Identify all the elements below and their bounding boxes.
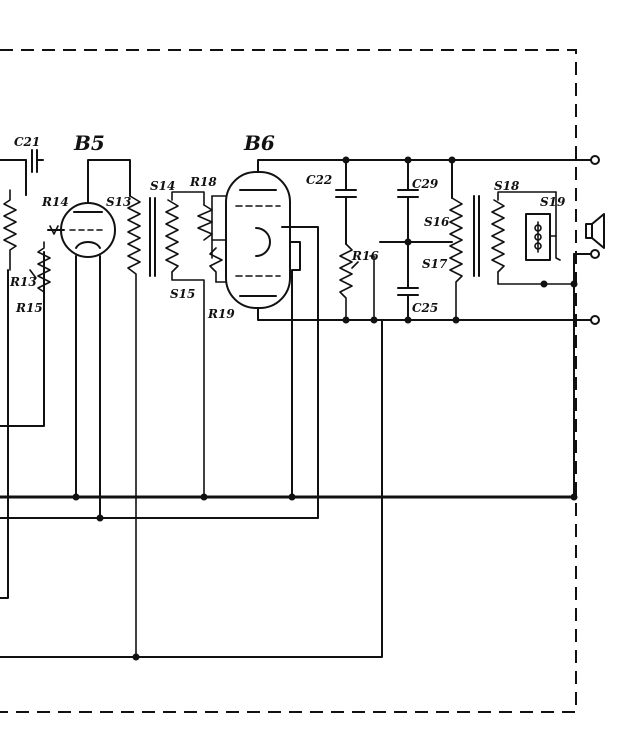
label-r18: R18 bbox=[189, 175, 217, 189]
resistor-r13 bbox=[29, 241, 51, 301]
label-r13: R13 bbox=[9, 275, 37, 289]
label-r16: R16 bbox=[351, 249, 379, 263]
label-r15: R15 bbox=[15, 301, 43, 315]
capacitor-c21 bbox=[25, 149, 44, 196]
output-terminals bbox=[573, 155, 600, 498]
tube-b5 bbox=[60, 159, 131, 519]
resistor-left bbox=[3, 189, 17, 271]
label-c21: C21 bbox=[14, 135, 40, 149]
speaker-icon bbox=[585, 213, 605, 249]
tube-label-b5: B5 bbox=[73, 131, 105, 155]
label-c22: C22 bbox=[306, 173, 332, 187]
resistor-r16 bbox=[339, 243, 375, 321]
resistor-r18 bbox=[197, 195, 227, 283]
label-s19: S19 bbox=[540, 195, 566, 209]
enclosure-outline bbox=[0, 49, 577, 713]
tube-label-b6: B6 bbox=[243, 131, 275, 155]
label-c25: C25 bbox=[412, 301, 438, 315]
capacitor-c22 bbox=[335, 159, 357, 245]
bus-wiring bbox=[0, 159, 574, 658]
junction-dots bbox=[72, 156, 578, 661]
label-s13: S13 bbox=[106, 195, 131, 209]
transformer-s13 bbox=[127, 191, 205, 658]
capacitor-c29 bbox=[379, 159, 453, 243]
transformer-s18 bbox=[449, 159, 575, 321]
label-r14: R14 bbox=[41, 195, 69, 209]
label-r19: R19 bbox=[207, 307, 235, 321]
label-c29: C29 bbox=[412, 177, 439, 191]
label-s16: S16 bbox=[424, 215, 450, 229]
label-s14: S14 bbox=[150, 179, 175, 193]
tube-b6 bbox=[225, 159, 575, 498]
label-s17: S17 bbox=[422, 257, 448, 271]
capacitor-c25 bbox=[397, 241, 419, 321]
label-s15: S15 bbox=[170, 287, 195, 301]
label-s18: S18 bbox=[494, 179, 520, 193]
speaker-s19 bbox=[525, 191, 561, 261]
